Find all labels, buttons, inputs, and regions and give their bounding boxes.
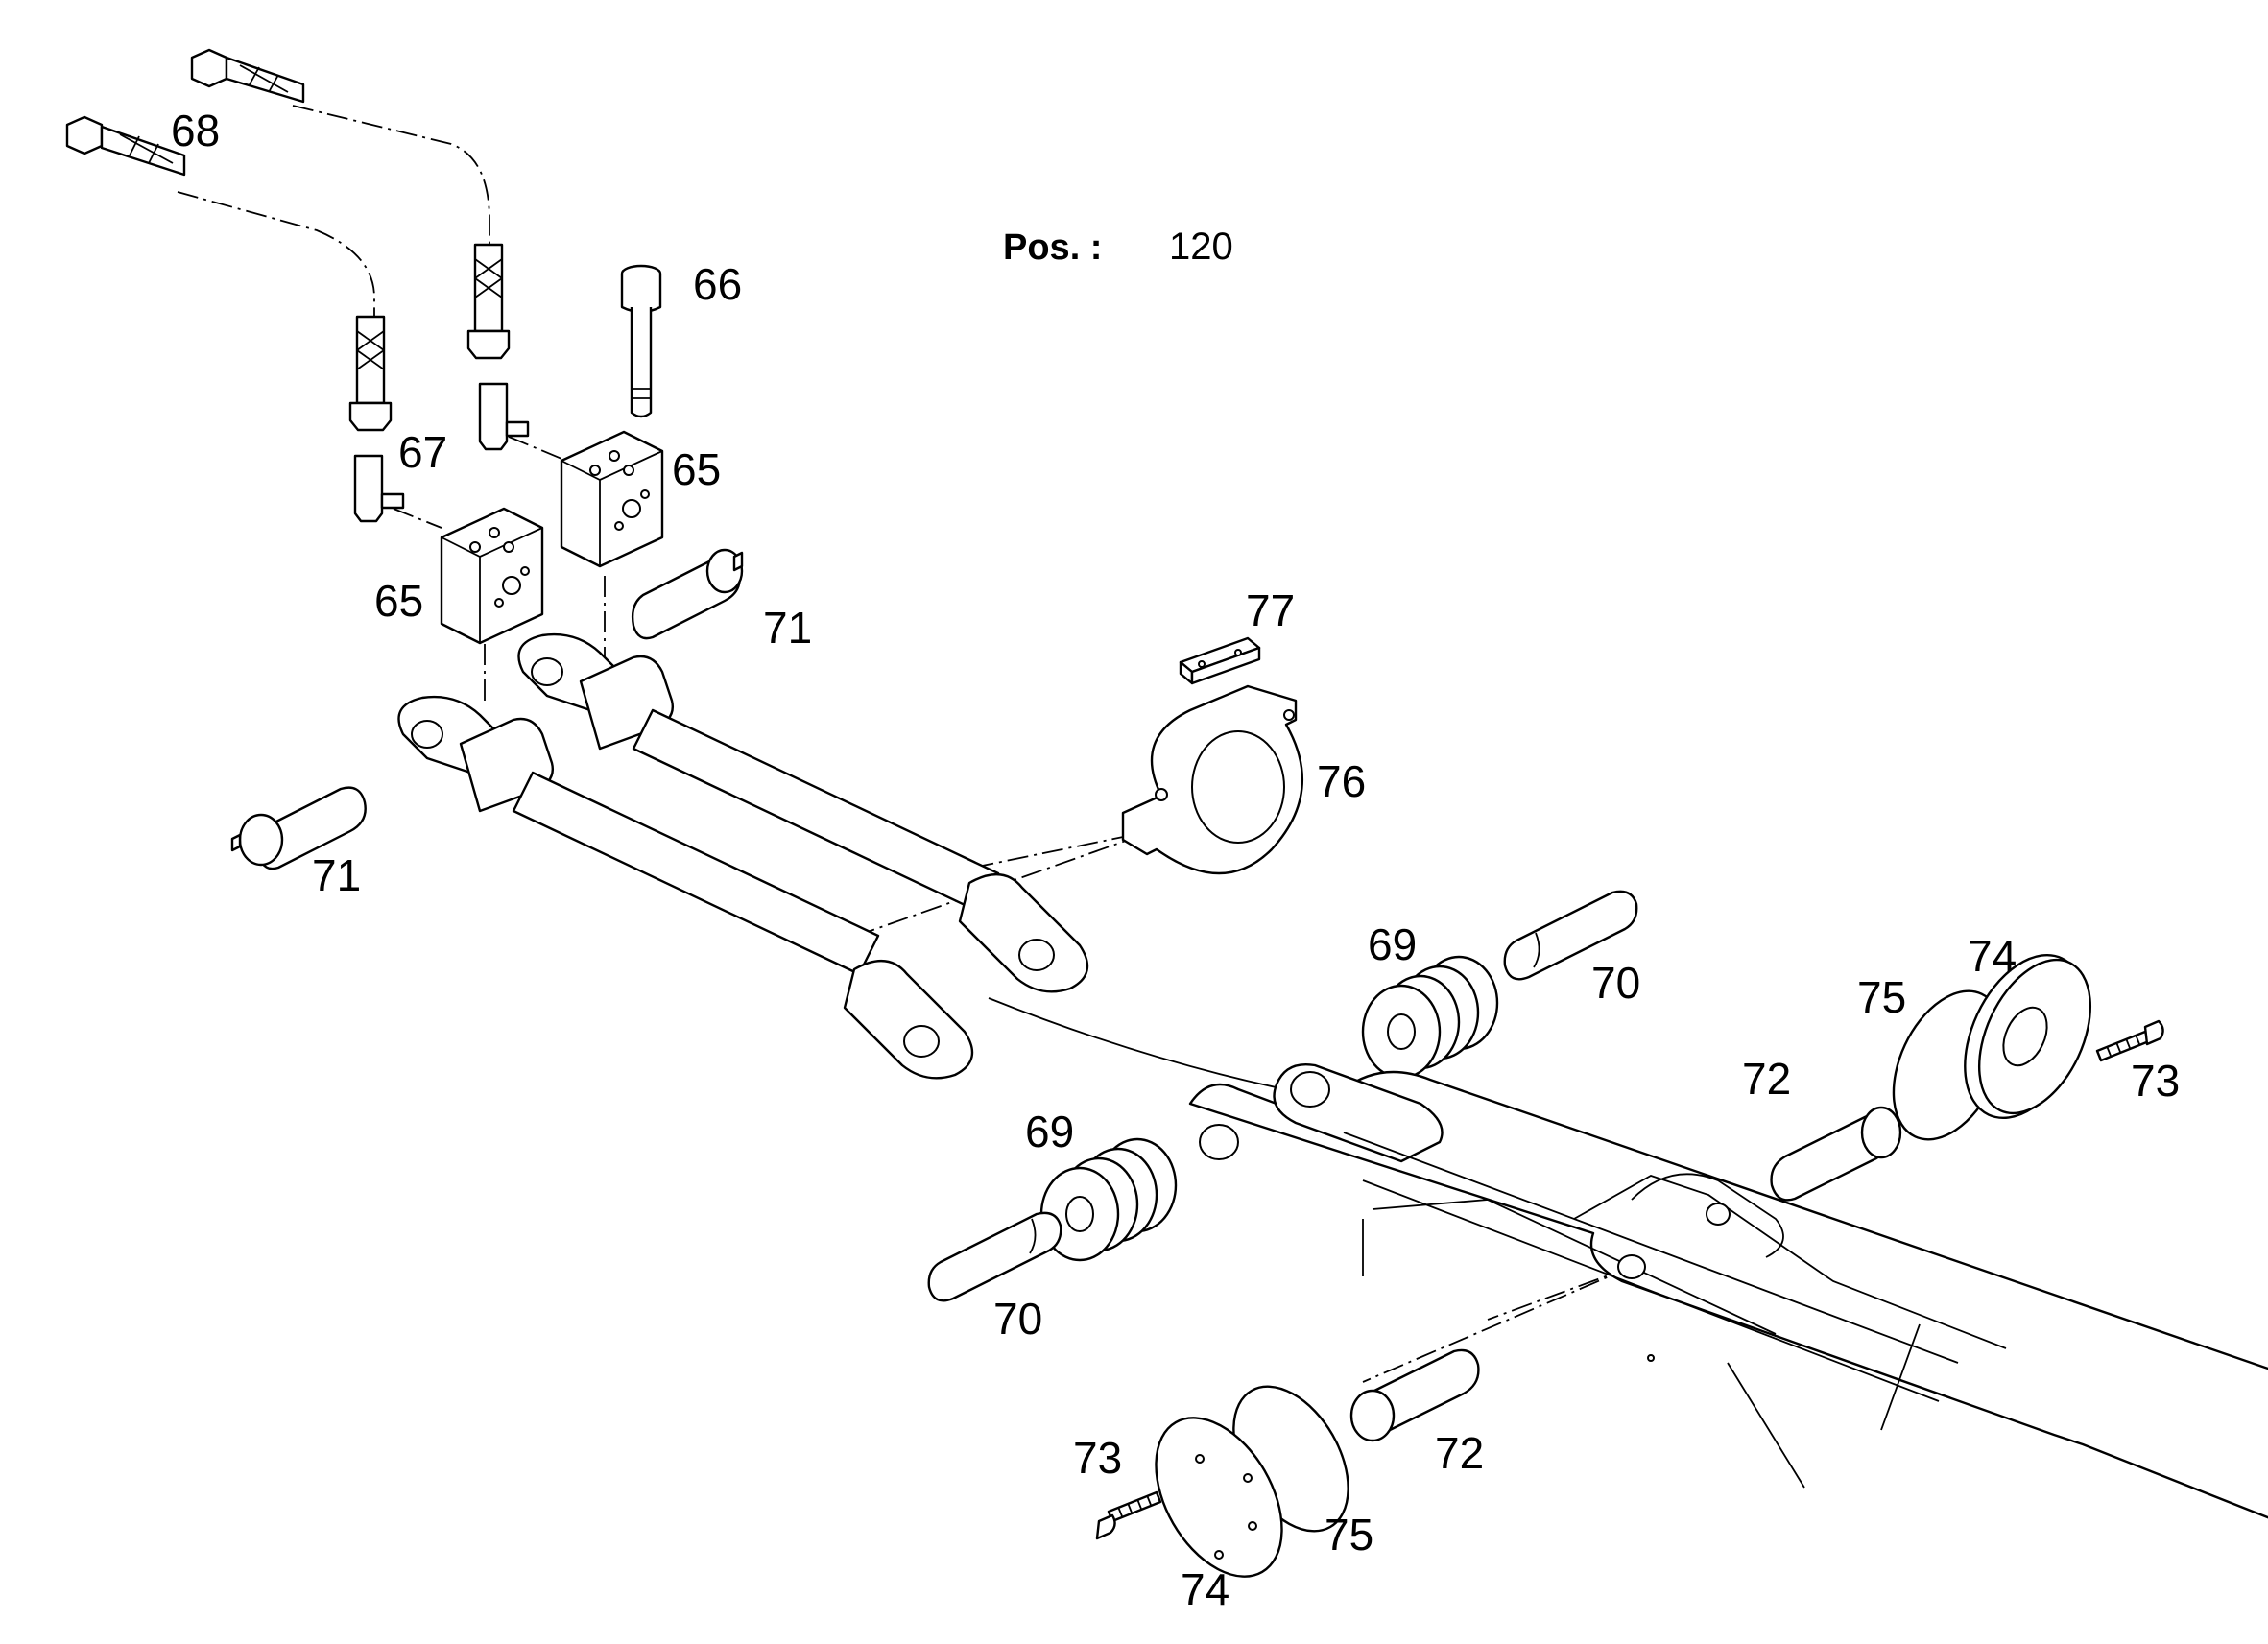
- callout-65-lower: 65: [374, 576, 423, 626]
- valve-block-65-upper: [560, 430, 664, 568]
- callout-70-lower: 70: [993, 1294, 1042, 1344]
- hose-fitting-68-upper: [65, 48, 305, 177]
- pin-72-lower: [1349, 1348, 1480, 1442]
- tee-fitting-67: [353, 382, 530, 523]
- clamp-77-plate: [1179, 636, 1261, 685]
- callout-65-upper: 65: [672, 444, 721, 494]
- valve-block-65-lower: [440, 507, 544, 645]
- boom-arm: [1188, 1063, 2268, 1519]
- callout-74-lower: 74: [1181, 1564, 1229, 1614]
- callout-73-right: 73: [2131, 1056, 2180, 1106]
- callout-77: 77: [1246, 585, 1295, 635]
- pos-label: Pos. :: [1003, 227, 1102, 268]
- callout-72-lower: 72: [1435, 1428, 1484, 1478]
- callout-75-lower: 75: [1325, 1510, 1373, 1560]
- pin-72-right: [1770, 1106, 1902, 1202]
- screw-73-right: [2095, 1019, 2164, 1062]
- callout-69-upper: 69: [1368, 919, 1417, 969]
- callout-73-lower: 73: [1073, 1433, 1122, 1483]
- bolt-66: [620, 264, 662, 418]
- pin-70-upper: [1503, 890, 1638, 981]
- callout-76: 76: [1317, 756, 1366, 806]
- callout-71-upper: 71: [763, 603, 812, 653]
- callout-71-lower: 71: [312, 850, 361, 900]
- pin-71-upper: [631, 548, 744, 640]
- callout-69-lower: 69: [1025, 1107, 1074, 1156]
- leader-lines: [177, 105, 1633, 1383]
- callout-68: 68: [171, 106, 220, 155]
- callout-labels: 68 66 67 65 65 71 71 77 76 69 70 74 75 7…: [171, 106, 2180, 1614]
- clamp-76: [1121, 684, 1303, 875]
- callout-75-right: 75: [1857, 972, 1906, 1022]
- pos-value: 120: [1169, 226, 1233, 268]
- hose-fitting-68-lower-ends: [348, 243, 511, 432]
- pin-71-lower: [230, 786, 367, 870]
- callout-72-right: 72: [1742, 1054, 1791, 1104]
- callout-66: 66: [693, 259, 742, 309]
- callout-74-right: 74: [1968, 931, 2017, 981]
- cover-74-right: [1964, 953, 2092, 1120]
- cylinder-lower: [397, 695, 974, 1080]
- callout-70-upper: 70: [1591, 958, 1640, 1008]
- bushing-69-lower: [1039, 1137, 1178, 1262]
- bushing-69-upper: [1361, 955, 1499, 1080]
- screw-73-lower: [1095, 1490, 1162, 1540]
- pin-70-lower: [927, 1211, 1062, 1302]
- cylinder-upper: [517, 632, 1089, 993]
- cover-74-lower: [1155, 1417, 1283, 1578]
- callout-67: 67: [398, 427, 447, 477]
